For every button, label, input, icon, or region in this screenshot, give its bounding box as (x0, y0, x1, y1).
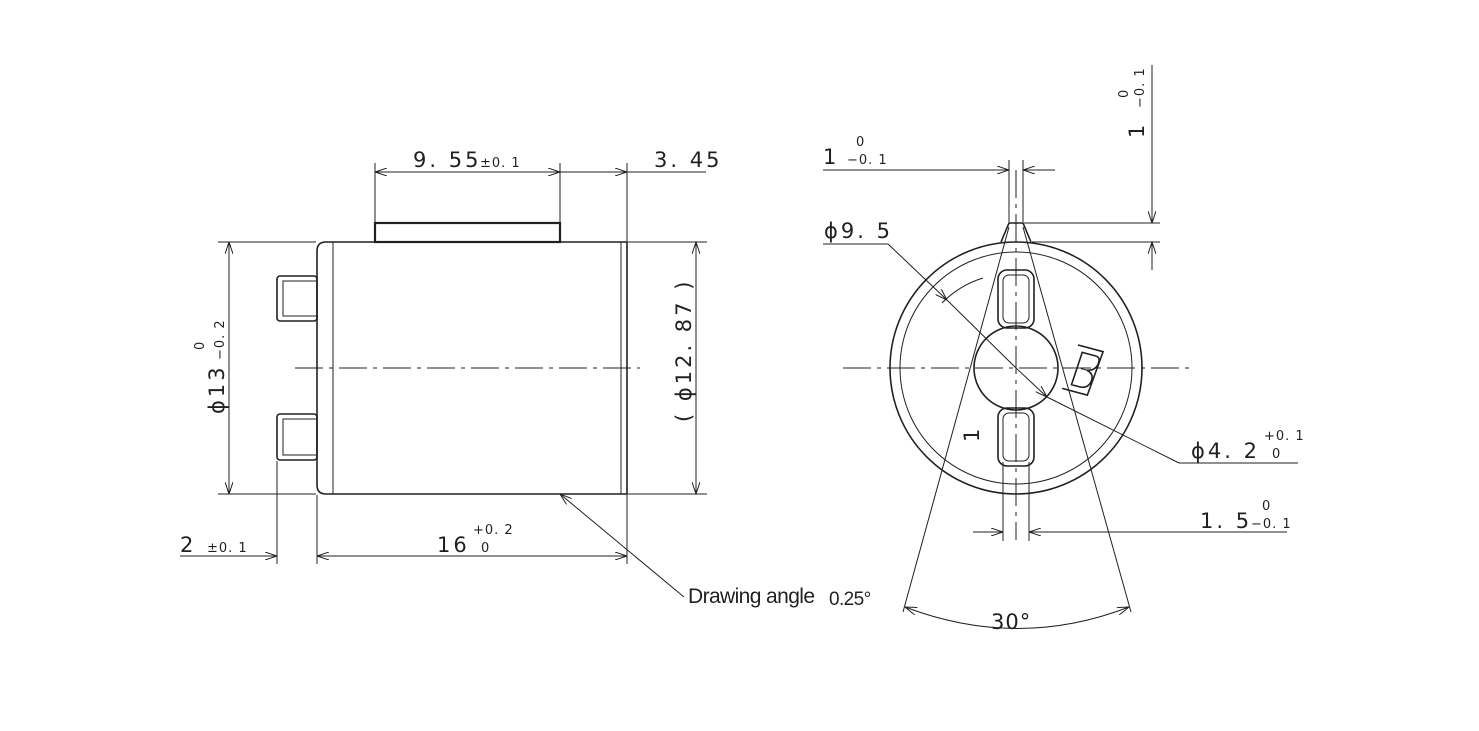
dim-body-length-tol-upper: +0. 2 (473, 523, 514, 538)
dim-body-length-tol-lower: 0 (481, 541, 490, 556)
pin-lower (276, 413, 318, 461)
angle-arc (905, 607, 1129, 629)
key-tab (1000, 222, 1032, 243)
pin-number-marking: 1 (960, 429, 984, 442)
dim-diameter-13-tol-lower: −0. 2 (213, 319, 228, 360)
dim-key-height: 1 (1125, 122, 1149, 138)
dim-right-offset: 3. 45 (654, 148, 722, 172)
dim-diameter-4-2-tol-lower: 0 (1272, 447, 1281, 462)
slot-lower (997, 407, 1035, 467)
dim-top-width-tol: ±0. 1 (480, 156, 521, 171)
outer-circle (889, 241, 1143, 495)
dim-key-height-tol-upper: 0 (1117, 89, 1132, 98)
slot-upper (997, 269, 1035, 329)
dim-diameter-13: ϕ13 (205, 364, 229, 414)
cylinder-body (316, 241, 628, 495)
top-tab (373, 221, 562, 244)
dim-diameter-4-2-tol-upper: +0. 1 (1264, 429, 1305, 444)
dim-top-width: 9. 55 (413, 148, 481, 172)
dim-pin-length-tol: ±0. 1 (207, 541, 248, 556)
dim-diameter-9-5: ϕ9. 5 (824, 219, 893, 243)
manufacturer-logo (1062, 344, 1105, 397)
dim-key-width-tol-upper: 0 (856, 135, 865, 150)
dim-key-height-tol-lower: −0. 1 (1133, 67, 1148, 108)
dim-diameter-12-87: ( ϕ12. 87 ) (672, 279, 696, 422)
dim-pin-length: 2 (180, 533, 196, 557)
drawing-angle-value: 0.25° (829, 589, 871, 610)
dim-slot-width: 1. 5 (1200, 509, 1252, 533)
dim-angle: 30° (991, 610, 1031, 634)
dim-body-length: 16 (437, 533, 470, 557)
drawing-angle-label: Drawing angle (688, 585, 814, 608)
bore-circle (973, 325, 1059, 411)
pin-upper (276, 275, 318, 322)
dim-diameter-4-2: ϕ4. 2 (1191, 439, 1260, 463)
front-view: 1 (843, 170, 1193, 629)
dim-key-width: 1 (823, 145, 839, 169)
dim-slot-width-tol-lower: −0. 1 (1251, 517, 1292, 532)
side-view-dimensions (180, 163, 707, 598)
dim-key-width-tol-lower: −0. 1 (847, 153, 888, 168)
dim-diameter-13-tol-upper: 0 (193, 341, 208, 350)
pitch-arc (941, 277, 984, 304)
inner-rim-circle (899, 251, 1133, 485)
dim-slot-width-tol-upper: 0 (1262, 499, 1271, 514)
side-view (276, 221, 640, 495)
front-view-dimensions (823, 65, 1298, 541)
